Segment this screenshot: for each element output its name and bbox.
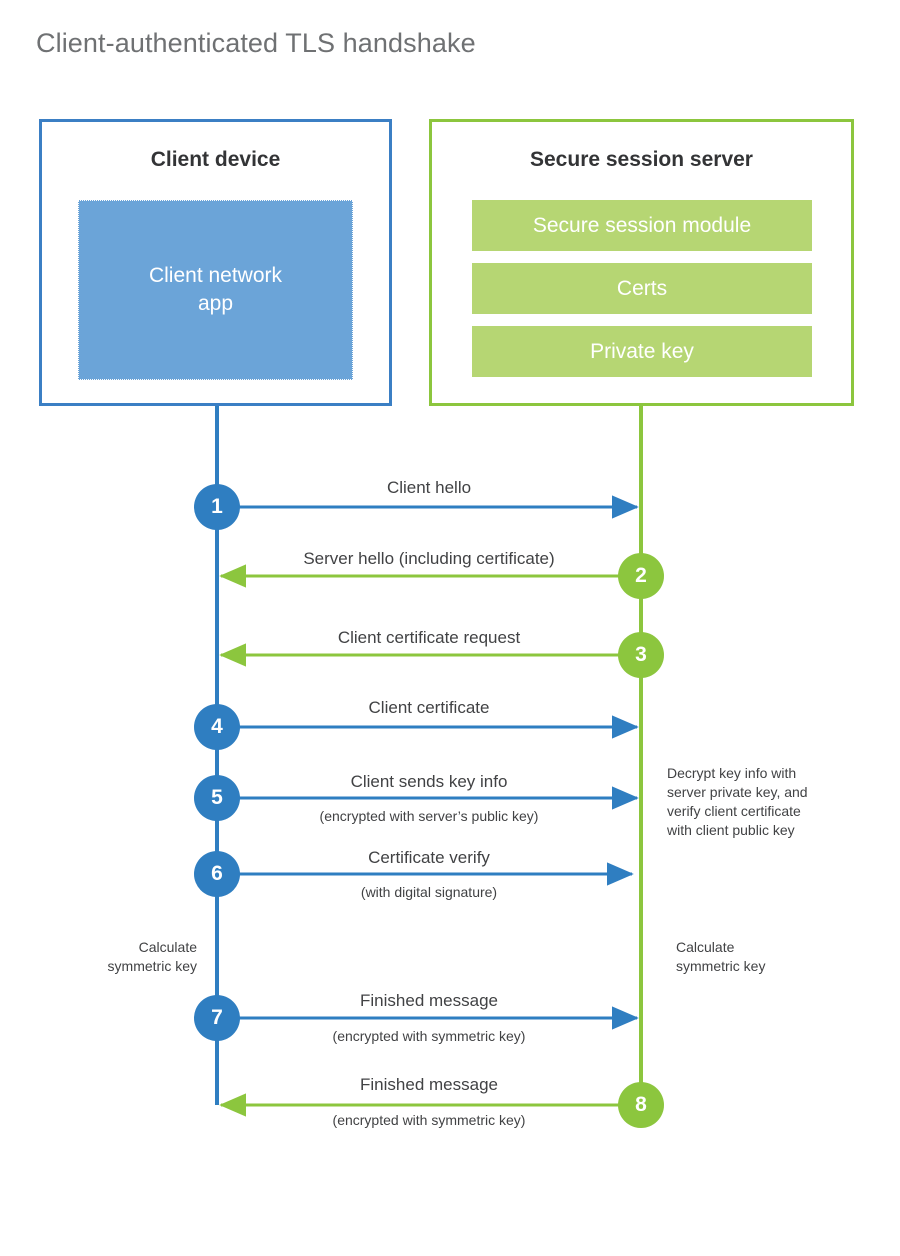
server-module-private-key: Private key: [472, 326, 812, 377]
message-label-4: Client certificate: [368, 698, 490, 717]
secure-session-server-title: Secure session server: [530, 148, 753, 171]
message-sub-7: (encrypted with symmetric key): [332, 1028, 526, 1044]
message-sub-8: (encrypted with symmetric key): [332, 1112, 526, 1128]
step-circle-8[interactable]: 8: [618, 1082, 664, 1128]
message-label-3: Client certificate request: [337, 628, 521, 647]
step-circle-2[interactable]: 2: [618, 553, 664, 599]
server-module-certs: Certs: [472, 263, 812, 314]
step-circle-3[interactable]: 3: [618, 632, 664, 678]
step-circle-1[interactable]: 1: [194, 484, 240, 530]
step-circle-6[interactable]: 6: [194, 851, 240, 897]
message-sub-5: (encrypted with server’s public key): [319, 808, 539, 824]
step-circle-4[interactable]: 4: [194, 704, 240, 750]
message-label-2: Server hello (including certificate): [303, 549, 555, 568]
secure-session-server-box: Secure session server Secure session mod…: [429, 119, 854, 406]
client-device-title: Client device: [150, 148, 281, 171]
message-label-7: Finished message: [360, 991, 498, 1010]
message-sub-6: (with digital signature): [360, 884, 498, 900]
message-label-1: Client hello: [386, 478, 472, 497]
message-label-6: Certificate verify: [368, 848, 490, 867]
page-title: Client-authenticated TLS handshake: [36, 28, 476, 58]
server-module-secure-session-module: Secure session module: [472, 200, 812, 251]
step-circle-7[interactable]: 7: [194, 995, 240, 1041]
message-label-8: Finished message: [360, 1075, 498, 1094]
message-label-5: Client sends key info: [350, 772, 508, 791]
step-circle-5[interactable]: 5: [194, 775, 240, 821]
